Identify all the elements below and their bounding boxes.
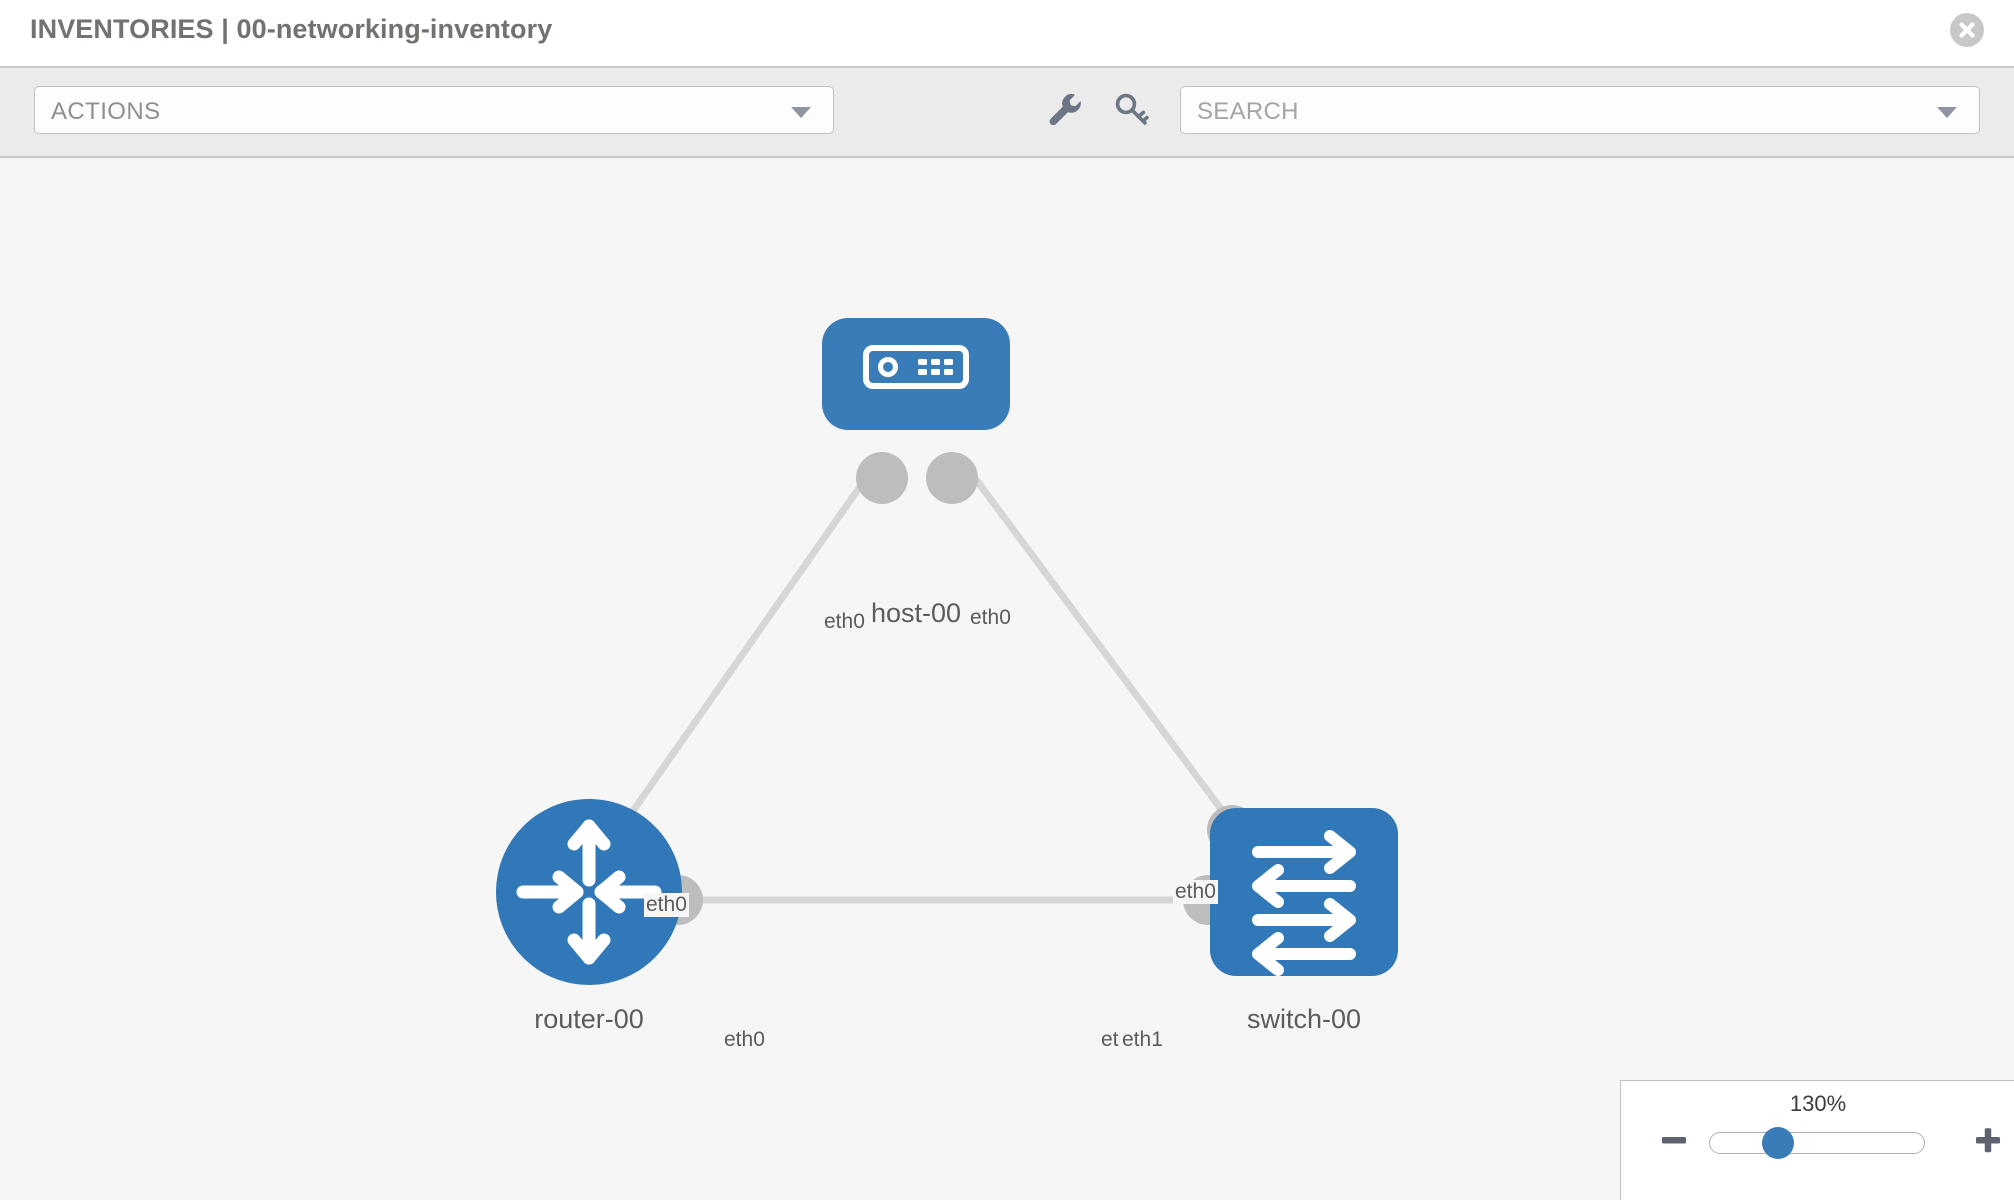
node-switch-00[interactable] <box>1210 808 1398 976</box>
zoom-slider-track[interactable] <box>1709 1132 1925 1154</box>
server-appliance-icon <box>863 345 969 389</box>
node-label-host-00: host-00 <box>867 598 965 629</box>
edge-label-host-switch-iface: eth0 <box>968 606 1013 630</box>
key-icon[interactable] <box>1110 88 1154 132</box>
actions-dropdown[interactable]: ACTIONS <box>34 86 834 134</box>
zoom-control-panel: 130% <box>1620 1080 2014 1200</box>
minus-icon[interactable] <box>1659 1125 1689 1155</box>
node-router-00[interactable] <box>496 799 682 985</box>
search-placeholder: SEARCH <box>1197 98 1299 125</box>
connector-host-left <box>856 452 908 504</box>
edge-label-router-host-iface: eth0 <box>644 893 689 917</box>
switch-arrows-icon <box>1252 830 1356 976</box>
node-host-00[interactable] <box>822 318 1010 430</box>
node-label-router-00: router-00 <box>531 1004 647 1035</box>
node-label-switch-00: switch-00 <box>1243 1004 1365 1035</box>
link-host-switch <box>957 455 1253 851</box>
edge-label-router-switch-iface: eth0 <box>722 1028 767 1052</box>
zoom-level-label: 130% <box>1789 1091 1847 1116</box>
topology-connectors <box>653 452 1257 925</box>
zoom-slider-thumb[interactable] <box>1762 1127 1794 1159</box>
topology-links <box>597 455 1253 904</box>
link-host-router <box>597 455 883 861</box>
router-arrows-icon <box>516 819 662 965</box>
chevron-down-icon <box>791 107 811 118</box>
search-chevron-down-icon[interactable] <box>1937 107 1957 118</box>
search-input[interactable]: SEARCH <box>1180 86 1980 134</box>
connector-host-right <box>926 452 978 504</box>
edge-label-host-router-iface: eth0 <box>822 610 867 634</box>
edge-label-switch-host-iface: eth0 <box>1173 880 1218 904</box>
topology-canvas[interactable]: host-00 router-00 switch-00 eth0 eth0 et… <box>0 158 2014 1200</box>
wrench-icon[interactable] <box>1042 88 1086 132</box>
page-title: INVENTORIES | 00-networking-inventory <box>30 14 553 44</box>
topology-graph <box>496 318 1398 985</box>
close-icon[interactable] <box>1950 13 1984 47</box>
page-header: INVENTORIES | 00-networking-inventory <box>0 0 2014 68</box>
edge-label-switch-router-iface: eth1 <box>1120 1028 1165 1052</box>
actions-dropdown-label: ACTIONS <box>51 98 161 125</box>
plus-icon[interactable] <box>1973 1125 2003 1155</box>
